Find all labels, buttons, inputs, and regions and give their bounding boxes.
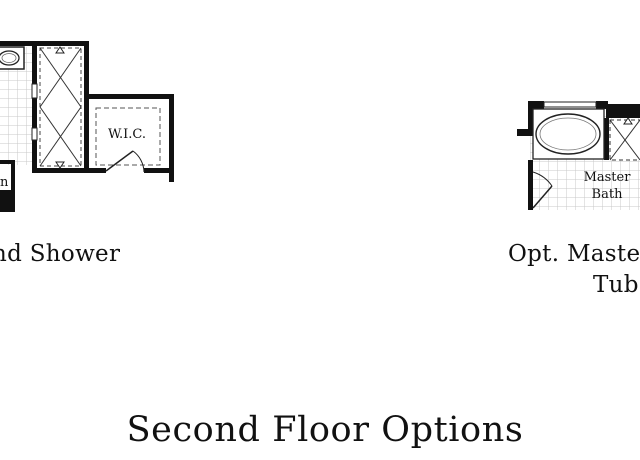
page-title: Second Floor Options	[126, 410, 524, 450]
right-option-caption-line1: Opt. Maste	[508, 241, 640, 267]
window	[543, 101, 597, 108]
master-shower	[609, 117, 640, 161]
tub-icon	[535, 113, 601, 155]
floor-plan-drawing: W.I.C. n	[0, 41, 640, 212]
cut-off-room-label: n	[0, 175, 9, 190]
wic-door	[105, 150, 145, 173]
left-option-caption: nd Shower	[0, 241, 121, 267]
shower-head-icon-3	[623, 117, 633, 125]
shower-enclosure	[31, 46, 82, 169]
master-bath-label-line1: Master	[584, 170, 632, 185]
wic-label: W.I.C.	[108, 127, 146, 142]
master-bath-label-line2: Bath	[592, 187, 624, 202]
right-option-walls	[517, 101, 640, 210]
left-option-plan: W.I.C. n	[0, 41, 174, 212]
shower-head-icon	[55, 46, 65, 54]
wic-shelf-outline	[95, 107, 161, 166]
right-option-caption-line2: Tub	[593, 272, 639, 298]
tub-inner	[539, 117, 597, 151]
sink-basin-inner	[1, 53, 17, 63]
right-option-plan: Master Bath	[517, 101, 640, 210]
left-option-walls	[0, 41, 174, 212]
master-bath-door	[532, 171, 553, 209]
shower-head-icon-2	[55, 161, 65, 169]
